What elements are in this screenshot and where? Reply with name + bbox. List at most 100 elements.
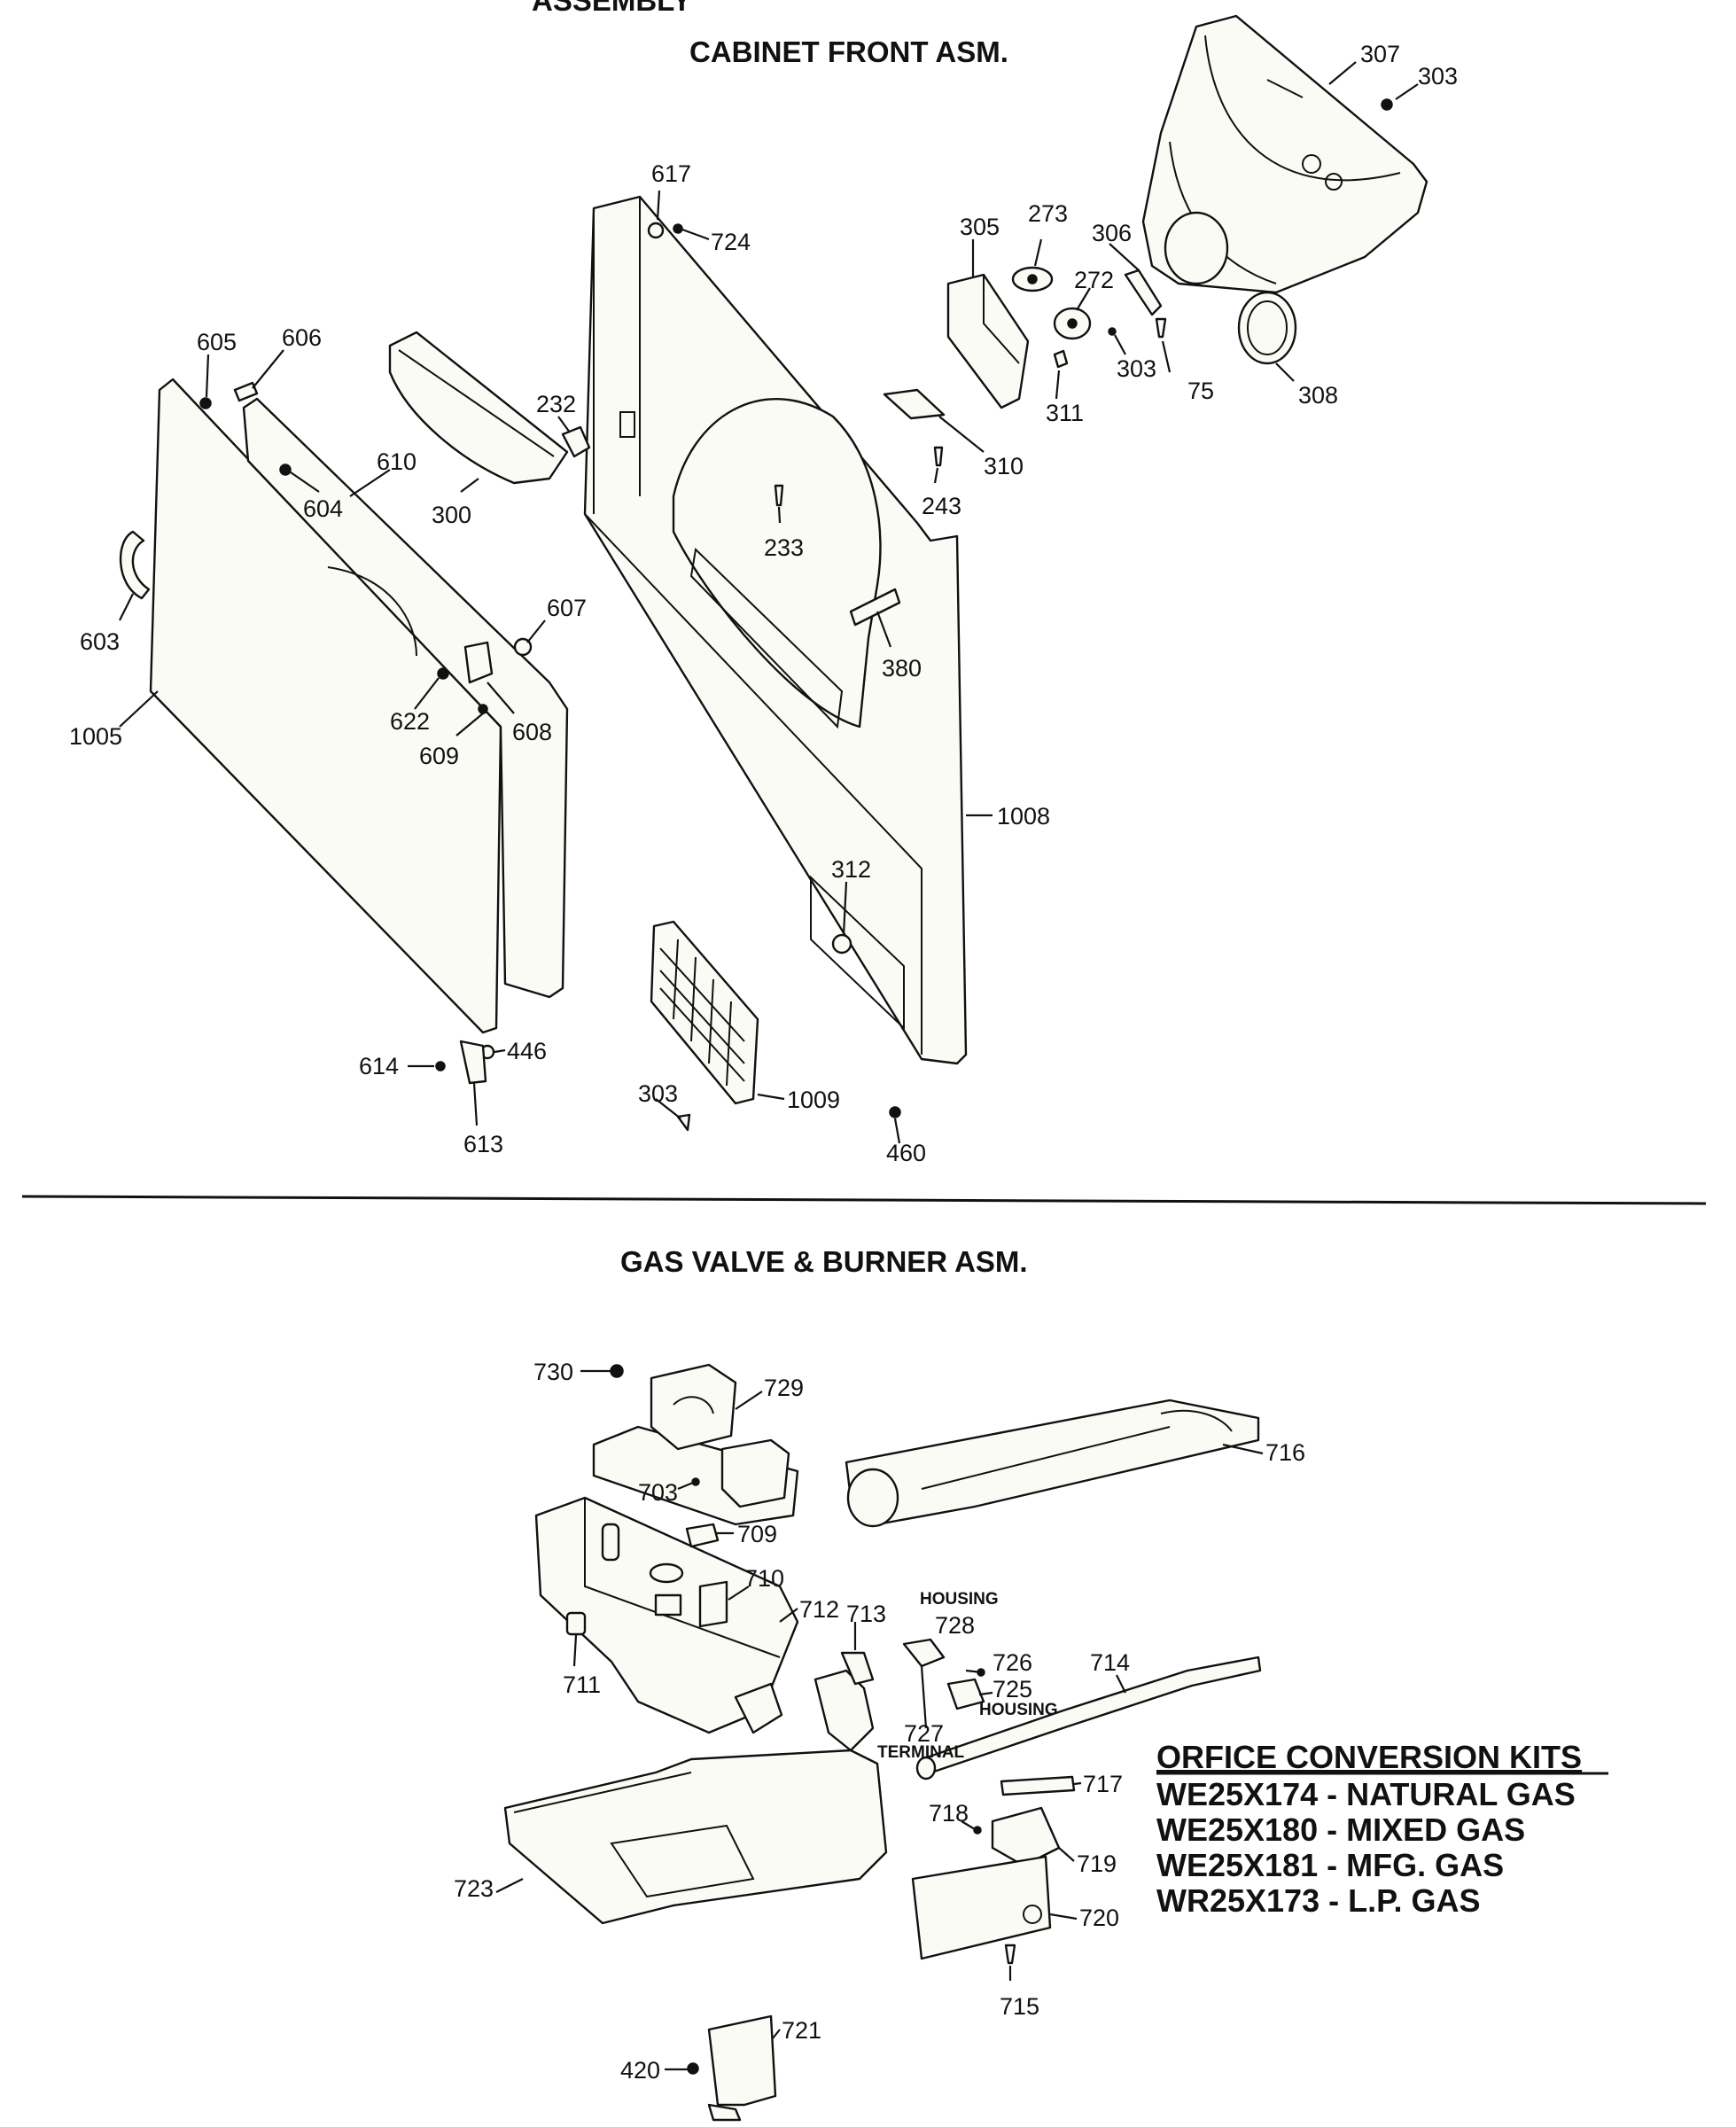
label-730: 730 [533,1359,573,1385]
label-272: 272 [1074,267,1114,293]
section-divider [21,1195,1707,1205]
part-723-burner-base [503,1749,888,1925]
label-724: 724 [711,229,751,255]
cabinet-labels: 307 303 617 724 305 273 306 272 605 606 … [69,41,1458,1166]
label-75: 75 [1187,378,1214,404]
svg-text:ASSEMBLY: ASSEMBLY [532,0,691,17]
part-460-screw [889,1106,901,1118]
part-380-switch [849,588,901,627]
part-720-shield [911,1855,1052,1960]
label-380: 380 [882,655,922,682]
label-306: 306 [1092,220,1132,246]
part-300-lint-duct [388,331,569,485]
label-311: 311 [1046,400,1084,426]
top-title-cutoff: ASSEMBLY [532,0,691,17]
label-303: 303 [1418,63,1458,90]
part-233-screw [774,484,784,507]
label-303-c: 303 [638,1080,678,1107]
part-609-screw [478,704,488,714]
label-614: 614 [359,1053,399,1079]
part-718-screw [973,1826,982,1835]
part-1005-door [149,378,569,1034]
part-721-bracket [707,2014,777,2122]
label-1008: 1008 [997,803,1050,830]
cabinet-leaders [119,61,1419,1144]
conversion-kits-title: ORFICE CONVERSION KITS [1156,1739,1582,1775]
label-728: 728 [935,1612,975,1639]
part-272-thermostat [1053,307,1092,340]
part-711-fitting [565,1611,587,1636]
label-607: 607 [547,595,587,621]
cabinet-front-title: CABINET FRONT ASM. [689,35,1008,68]
part-75-screw [1155,317,1167,339]
gas-labels: 730 729 716 703 709 710 712 713 HOUSING … [454,1359,1305,2084]
label-713: 713 [846,1601,886,1627]
label-603: 603 [80,628,120,655]
part-724-screw [673,223,683,234]
label-609: 609 [419,743,459,769]
part-608-hinge [463,641,494,684]
part-614-screw [435,1061,446,1071]
part-714-supply-pipe [915,1656,1262,1780]
part-243-screw [933,446,944,467]
label-710: 710 [744,1565,784,1592]
label-605: 605 [197,329,237,355]
label-718: 718 [929,1800,969,1827]
label-308: 308 [1298,382,1338,409]
part-716-burner-tube [845,1399,1260,1528]
kit-mfg-gas: WE25X181 - MFG. GAS [1156,1847,1504,1883]
cabinet-hardware [199,98,1393,1132]
label-housing-top: HOUSING [920,1590,999,1609]
label-312: 312 [831,856,871,883]
label-1009: 1009 [787,1087,840,1113]
label-460: 460 [886,1140,926,1166]
part-604-screw [279,464,292,476]
part-715-screw [1004,1944,1016,1965]
label-604: 604 [303,495,343,522]
label-709: 709 [737,1521,777,1547]
part-605-bumper [199,397,212,409]
label-610: 610 [377,448,416,475]
label-232: 232 [536,391,576,417]
part-308-seal-ring [1237,291,1297,365]
part-703-screw [691,1477,700,1486]
part-311-clip [1053,349,1069,369]
label-307: 307 [1360,41,1400,67]
label-303-b: 303 [1117,355,1156,382]
label-715: 715 [1000,1993,1039,2020]
part-729-coil-assembly [592,1363,799,1526]
part-307-bulkhead [1141,14,1429,294]
kit-mixed-gas: WE25X180 - MIXED GAS [1156,1811,1525,1848]
part-622-screw [437,667,449,680]
label-729: 729 [764,1375,804,1401]
label-1005: 1005 [69,723,122,750]
label-310: 310 [984,453,1024,479]
label-717: 717 [1083,1771,1123,1797]
conversion-kits: ORFICE CONVERSION KITS WE25X174 - NATURA… [1156,1739,1608,1919]
part-306-bracket [1124,269,1163,316]
part-725-housing [946,1678,985,1710]
label-300: 300 [432,502,471,528]
part-303-screw-b [1108,327,1117,336]
part-712-gas-valve [534,1496,799,1734]
label-727: 727 [904,1720,944,1747]
part-713-shutoff [814,1651,875,1752]
part-606-pin [233,381,259,402]
label-305: 305 [960,214,1000,240]
label-703: 703 [638,1479,678,1506]
part-273-thermostat [1011,266,1054,292]
label-243: 243 [922,493,961,519]
part-719-igniter-bracket [991,1806,1061,1867]
part-312-switch [831,933,852,954]
label-714: 714 [1090,1649,1130,1676]
label-housing-side: HOUSING [979,1701,1058,1719]
part-728-housing [902,1638,946,1668]
kit-lp-gas: WR25X173 - L.P. GAS [1156,1882,1480,1919]
part-232-clip [561,425,591,458]
part-717-igniter-rod [1000,1775,1076,1796]
part-303-screw-c [676,1113,691,1132]
label-725: 725 [993,1676,1032,1702]
gas-leaders [495,1369,1264,2071]
label-273: 273 [1028,200,1068,227]
